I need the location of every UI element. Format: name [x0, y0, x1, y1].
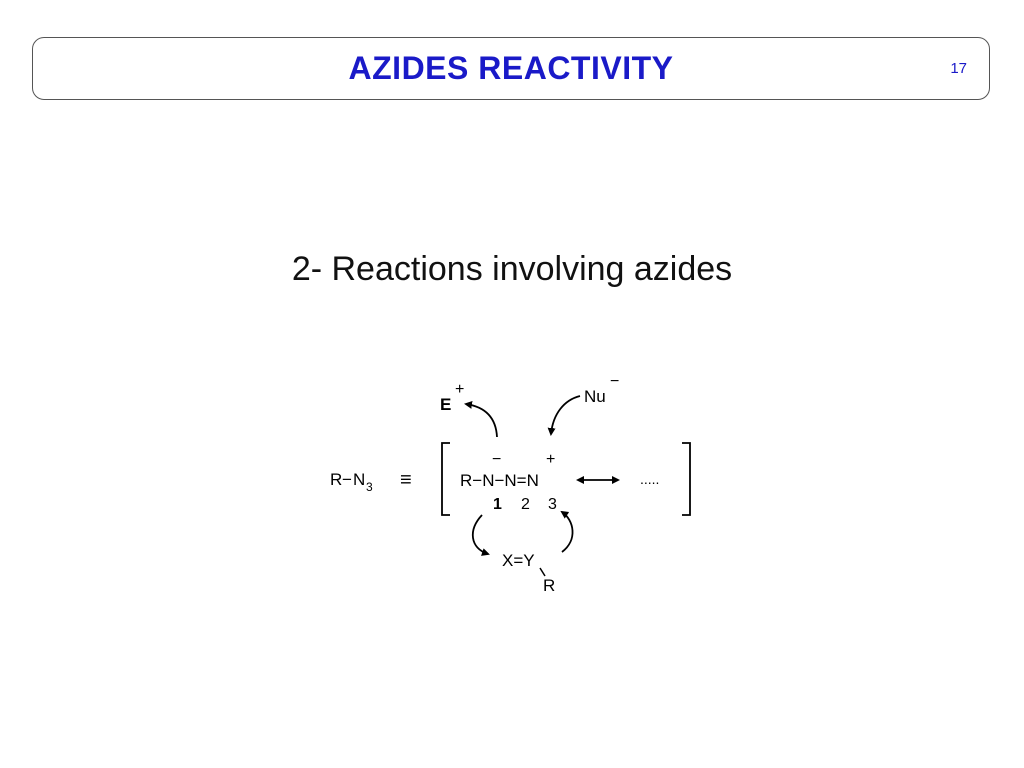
electrophile-label: E: [440, 395, 451, 414]
n1-charge: −: [492, 451, 501, 468]
n3-charge: +: [546, 451, 555, 468]
left-formula-bond: −: [342, 470, 352, 489]
arrow-nucleophile-to-n3: [547, 395, 581, 436]
left-bracket: [441, 442, 450, 516]
resonance-formula: R−N−N=N: [460, 471, 539, 490]
atom-number-1: 1: [493, 496, 502, 513]
right-bracket: [682, 442, 691, 516]
dipolarophile-r-bond: [539, 567, 546, 577]
electrophile-charge: +: [455, 381, 464, 398]
dipolarophile-r: R: [543, 576, 555, 595]
arrow-n1-to-dipolarophile: [472, 514, 490, 556]
arrow-dipolarophile-to-n3: [560, 510, 574, 553]
section-subtitle: 2- Reactions involving azides: [291, 250, 733, 288]
azide-reaction-scheme: E + Nu − R − N 3 ≡ − + R−N−N=N ..... 1 2…: [330, 373, 691, 595]
nucleophile-charge: −: [610, 373, 619, 390]
left-formula-n: N: [353, 470, 365, 489]
arrow-n1-to-electrophile: [464, 400, 498, 438]
equivalence-symbol: ≡: [400, 469, 412, 491]
left-formula-r: R: [330, 470, 342, 489]
resonance-ellipsis: .....: [640, 471, 659, 487]
title-box: AZIDES REACTIVITY 17: [32, 37, 990, 100]
page-number: 17: [950, 60, 967, 77]
atom-number-3: 3: [548, 496, 557, 513]
nucleophile-label: Nu: [584, 387, 606, 406]
left-formula-subscript: 3: [366, 480, 373, 494]
slide-title: AZIDES REACTIVITY: [348, 50, 674, 86]
dipolarophile-label: X=Y: [502, 551, 535, 570]
atom-number-2: 2: [521, 496, 530, 513]
